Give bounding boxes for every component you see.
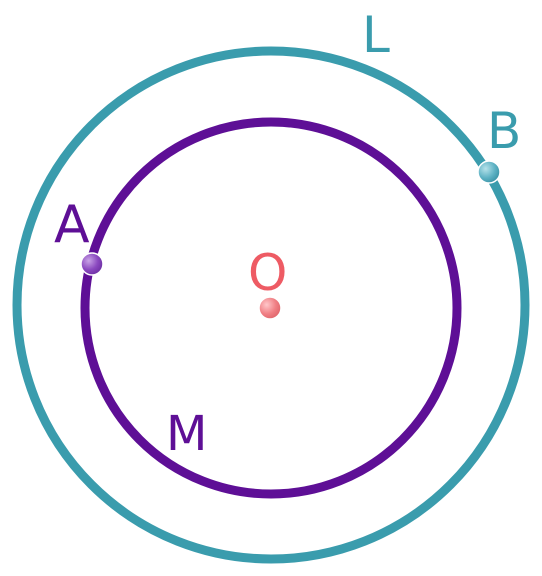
point-a — [80, 252, 104, 276]
label-m: M — [166, 406, 207, 462]
label-l: L — [362, 6, 390, 64]
label-b: B — [487, 102, 521, 160]
point-b — [477, 160, 501, 184]
outer-circle-l — [12, 46, 530, 564]
label-a: A — [54, 195, 90, 255]
center-point-o — [258, 296, 282, 320]
label-o: O — [248, 244, 287, 302]
inner-circle-m — [80, 117, 462, 499]
